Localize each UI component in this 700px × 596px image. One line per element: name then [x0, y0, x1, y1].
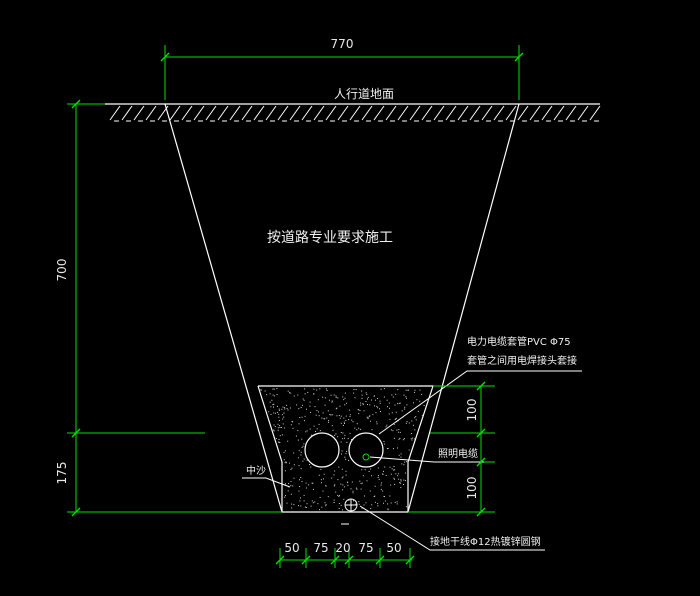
dim-bottom-3: 20: [335, 541, 350, 555]
dim-bottom-2: 75: [313, 541, 328, 555]
lighting-cable-marker: [362, 453, 370, 461]
dim-right-lower: 100: [465, 477, 479, 500]
label-lighting-cable: 照明电缆: [438, 447, 478, 460]
conduit-pipe-left: [304, 432, 340, 468]
conduit-pipes: [304, 432, 384, 468]
label-construction-note: 按道路专业要求施工: [267, 230, 393, 246]
ground-hatching: [109, 105, 601, 122]
dim-bottom-5: 50: [386, 541, 401, 555]
dim-depth-upper: 700: [55, 259, 69, 282]
leader-lines: [242, 370, 582, 551]
label-sand: 中沙: [246, 464, 266, 477]
label-conduit-line1: 电力电缆套管PVC Φ75: [467, 335, 571, 348]
dim-depth-lower: 175: [55, 462, 69, 485]
dim-bottom-1: 50: [284, 541, 299, 555]
ground-surface: [105, 103, 601, 122]
ground-wire-symbol: [341, 498, 358, 525]
dimension-ticks: [71, 52, 524, 565]
dim-bottom-4: 75: [358, 541, 373, 555]
dim-right-upper: 100: [465, 399, 479, 422]
label-ground-wire: 接地干线Φ12热镀锌圆钢: [430, 535, 541, 548]
conduit-pipe-right: [348, 432, 384, 468]
label-ground-surface: 人行道地面: [334, 87, 394, 101]
dim-top-width: 770: [331, 37, 354, 51]
sand-fill: [260, 388, 429, 511]
dimension-lines: [67, 45, 520, 568]
label-conduit-line2: 套管之间用电焊接头套接: [467, 354, 577, 367]
